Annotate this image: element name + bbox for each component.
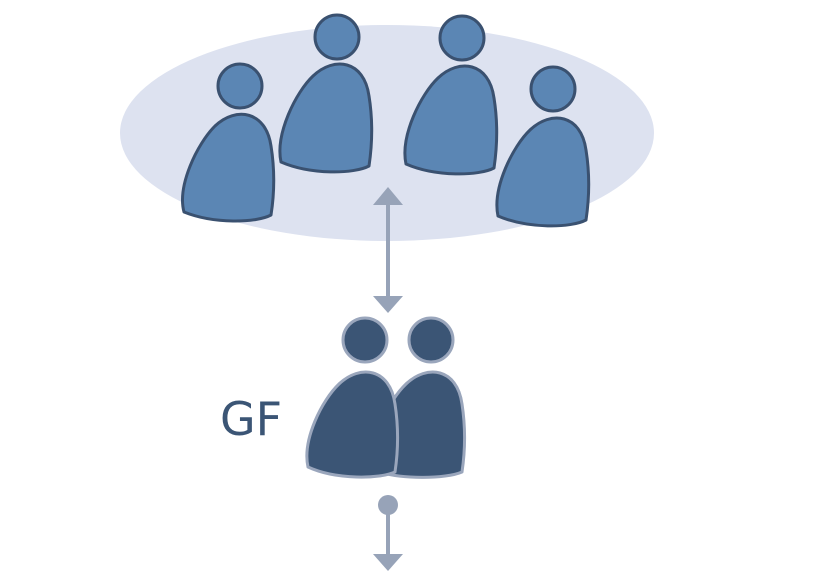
person-icon <box>278 13 374 174</box>
outgoing-arrow <box>373 495 403 571</box>
gf-pair: GF <box>220 316 467 479</box>
group-of-people <box>120 13 654 241</box>
person-icon <box>495 65 591 228</box>
person-icon <box>403 14 499 176</box>
person-icon <box>181 62 276 223</box>
bidirectional-arrow <box>373 187 403 313</box>
gf-label: GF <box>220 392 282 446</box>
person-icon <box>305 316 400 479</box>
